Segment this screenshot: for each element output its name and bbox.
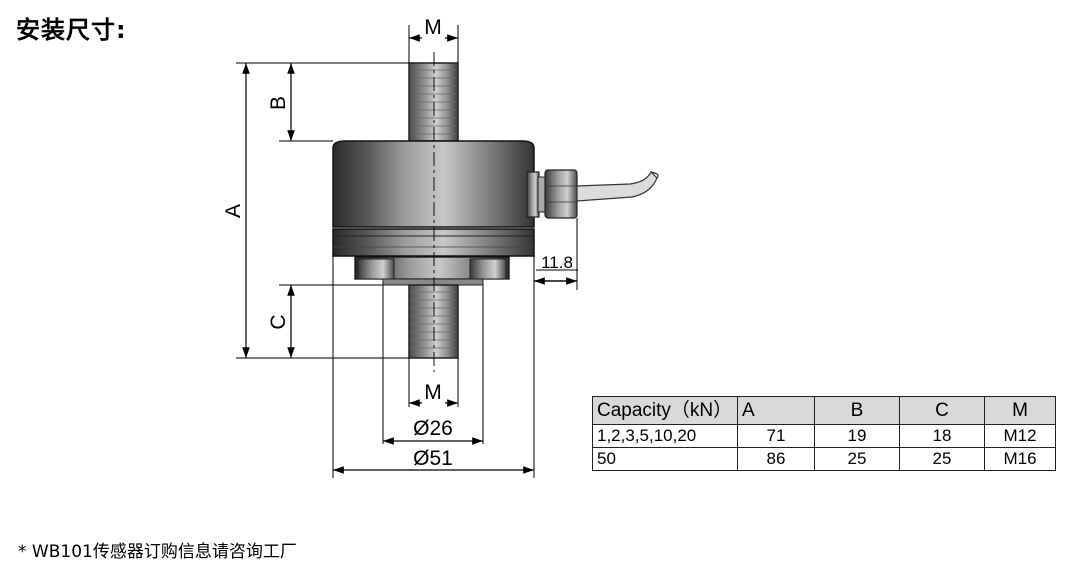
bolt-head-right [469,258,507,280]
spec-table: Capacity（kN） A B C M 1,2,3,5,10,20 71 19… [592,396,1056,471]
extension-lines [236,25,578,478]
cell-capacity: 50 [592,447,738,471]
header-a: A [737,396,815,425]
label-m-top: M [424,16,442,39]
cell-a: 86 [737,447,815,471]
label-a: A [222,204,245,218]
header-m: M [984,396,1056,425]
sensor-body [332,52,659,372]
label-b: B [267,96,290,110]
table-row: 1,2,3,5,10,20 71 19 18 M12 [592,424,1056,448]
cell-c: 18 [899,424,985,448]
cell-b: 25 [814,447,900,471]
table-row: 50 86 25 25 M16 [592,447,1056,471]
label-m-bottom: M [424,381,442,404]
cell-capacity: 1,2,3,5,10,20 [592,424,738,448]
page-title: 安装尺寸: [16,16,127,44]
table-header-row: Capacity（kN） A B C M [592,396,1056,425]
cell-m: M12 [984,424,1056,448]
dimension-lines [242,34,578,474]
label-d26: Ø26 [413,417,453,440]
cell-c: 25 [899,447,985,471]
cable-gland [526,169,578,219]
header-capacity: Capacity（kN） [592,396,738,425]
bottom-boss [382,278,484,286]
cell-m: M16 [984,447,1056,471]
label-d51: Ø51 [413,447,453,470]
label-c: C [267,314,290,329]
cable [576,170,658,202]
label-offset: 11.8 [541,253,573,272]
bolt-head-left [357,258,395,280]
header-b: B [814,396,900,425]
header-c: C [899,396,985,425]
footnote: * WB101传感器订购信息请咨询工厂 [18,542,297,562]
cell-a: 71 [737,424,815,448]
cell-b: 19 [814,424,900,448]
